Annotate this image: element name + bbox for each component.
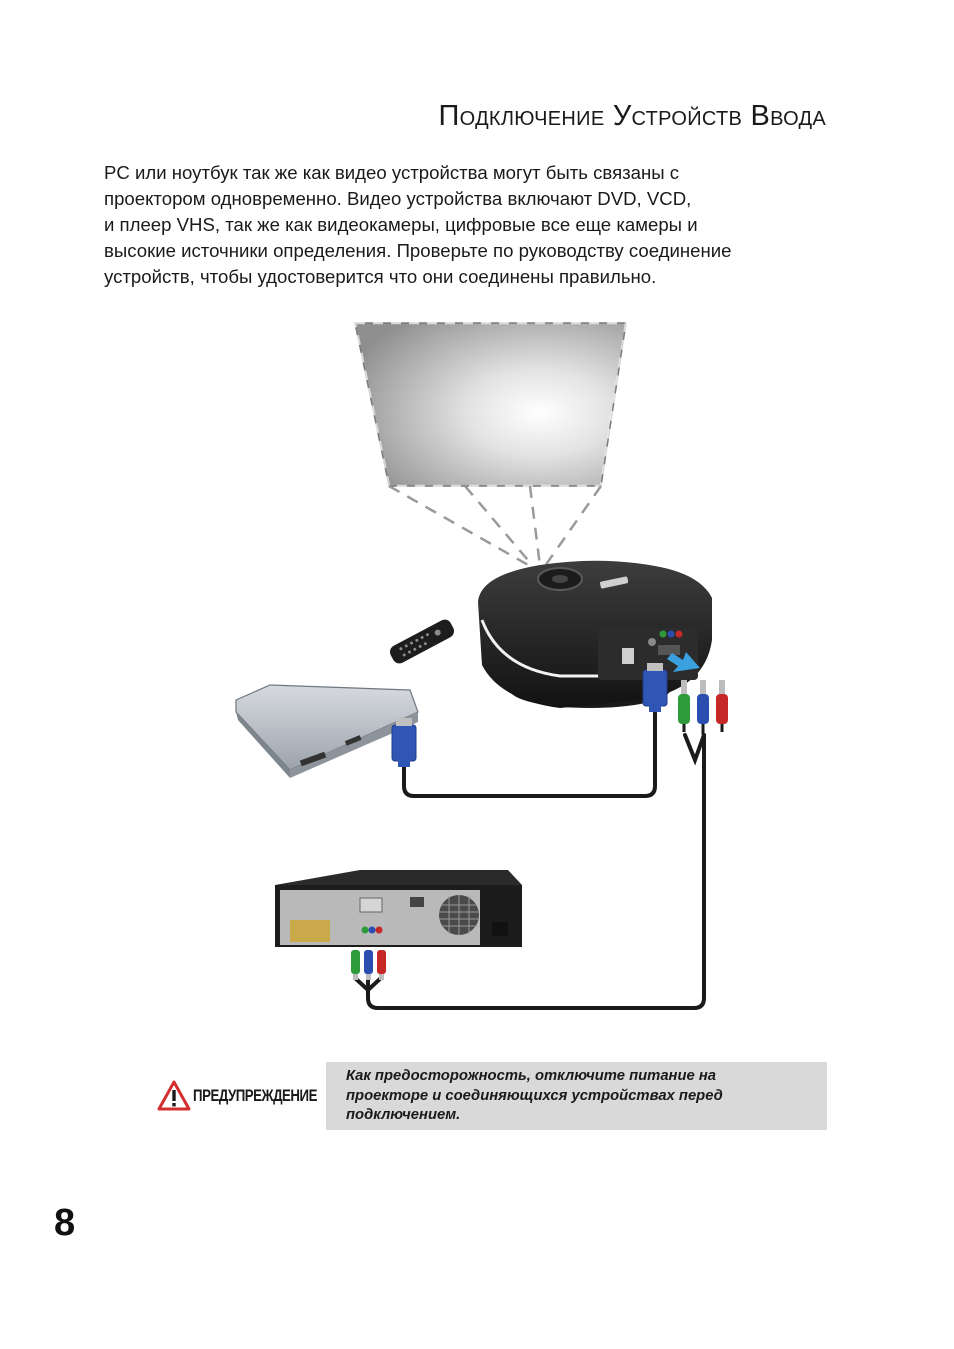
projection-screen — [353, 321, 628, 488]
intro-line: PC или ноутбук так же как видео устройст… — [104, 162, 680, 183]
page-title: Подключение Устройств Ввода — [438, 100, 826, 132]
vga-connector — [391, 718, 417, 767]
warning-line: Как предосторожность, отключите питание … — [346, 1068, 717, 1084]
intro-line: и плеер VHS, так же как видеокамеры, циф… — [104, 214, 698, 235]
component-rca-connectors — [351, 950, 386, 980]
projector — [478, 560, 712, 708]
remote-control — [389, 619, 455, 664]
warning-text: Как предосторожность, отключите питание … — [346, 1067, 816, 1126]
intro-paragraph: PC или ноутбук так же как видео устройст… — [104, 160, 834, 290]
arrow-icon — [667, 652, 700, 672]
cables — [353, 710, 706, 1010]
laptop — [235, 684, 419, 778]
projection-beams — [388, 484, 603, 568]
warning-triangle-icon — [157, 1080, 191, 1111]
warning-line: проекторе и соединяющихся устройствах пе… — [346, 1087, 723, 1104]
connection-diagram — [235, 321, 728, 1010]
intro-line: проектором одновременно. Видео устройств… — [104, 188, 692, 209]
vga-connector — [642, 663, 668, 712]
dvd-player — [275, 870, 522, 947]
intro-line: устройств, чтобы удостоверится что они с… — [104, 266, 657, 287]
intro-line: высокие источники определения. Проверьте… — [104, 240, 732, 261]
page-number: 8 — [54, 1202, 76, 1244]
component-rca-connectors — [678, 680, 728, 735]
warning-label: ПРЕДУПРЕЖДЕНИЕ — [193, 1086, 317, 1105]
warning-line: подключением. — [346, 1107, 461, 1123]
warning-box — [326, 1062, 827, 1130]
